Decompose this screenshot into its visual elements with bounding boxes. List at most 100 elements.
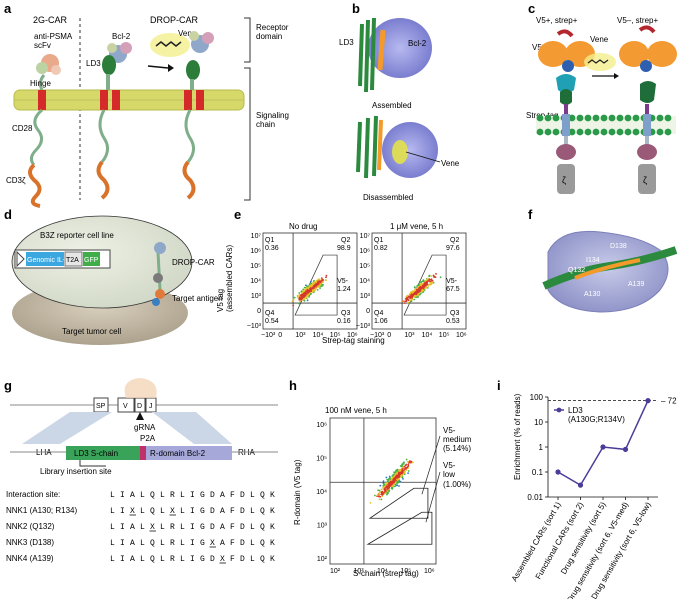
e-xtick: 10³: [295, 332, 306, 339]
h-xtick: 10⁶: [424, 568, 435, 575]
e-xtick: 10⁶: [347, 332, 358, 339]
gfp-label: GFP: [84, 257, 99, 264]
e-q1-name: Q1: [374, 237, 383, 244]
g-residue: D: [210, 491, 215, 500]
g-residue: I: [120, 507, 125, 516]
h-ytick: 10⁴: [316, 489, 327, 496]
e-xtick: 10⁵: [330, 332, 341, 339]
ld3-helices-assembled: [358, 17, 376, 93]
i-data-point: [645, 398, 651, 404]
zeta-left: ζ: [562, 175, 566, 185]
e-q4: 0.54: [265, 318, 279, 325]
g-residue: D: [240, 507, 245, 516]
g-residue: F: [230, 507, 235, 516]
g-residue: L: [160, 507, 165, 516]
e-ytick: 10⁶: [359, 248, 370, 255]
hinge: [38, 74, 46, 91]
g-residue: Q: [260, 539, 265, 548]
panel-letter-g: g: [4, 378, 12, 393]
g-residue: A: [220, 507, 225, 516]
g-residue: L: [250, 507, 255, 516]
g-residue: A: [130, 555, 135, 564]
panel-letter-a: a: [4, 1, 12, 16]
e-ytick: 10³: [251, 293, 262, 300]
seg-j: J: [149, 403, 153, 410]
vene-bound: [392, 140, 408, 164]
e-q1: 0.82: [374, 245, 388, 252]
dropcar-label: DROP-CAR: [172, 258, 215, 267]
e-q2: 98.9: [337, 245, 351, 252]
i-data-point: [577, 482, 584, 488]
drop-car-assembled: Bcl-2 LD3: [86, 32, 132, 200]
p2a-label: P2A: [140, 434, 156, 443]
g-residue: L: [110, 491, 115, 500]
cas9: [124, 378, 157, 398]
e-xtick: 10⁶: [456, 332, 467, 339]
e-xtick: 10⁵: [439, 332, 450, 339]
c-right-title: V5–, strep+: [617, 16, 658, 25]
g-row-name: NNK4 (A139): [6, 554, 54, 563]
e-xtick: −10³: [261, 332, 276, 339]
g-residue: D: [240, 539, 245, 548]
panel-f: D138 I134 Q132 A139 A130: [542, 230, 678, 313]
e-q3: 0.16: [337, 318, 351, 325]
h-xtick: 10⁴: [377, 568, 388, 575]
e-xtick: 10⁴: [313, 332, 324, 339]
e-plot-1: No drugQ10.36Q298.9Q30.16Q40.54V5-1.24−1…: [247, 222, 358, 339]
ld3-domain: [102, 55, 116, 75]
g-residue: Q: [260, 555, 265, 564]
g-row-name: NNK1 (A130; R134): [6, 506, 77, 515]
cd3z-chain: [28, 163, 42, 208]
g-residue: K: [270, 539, 275, 548]
b-ld3-label: LD3: [339, 38, 354, 47]
g-residue: Q: [260, 523, 265, 532]
signaling-bracket: [244, 67, 251, 201]
g-residue: Q: [260, 491, 265, 500]
target-antigen-label: Target antigen: [172, 294, 223, 303]
title-drop-car: DROP-CAR: [150, 15, 199, 25]
e-plot-frame: [262, 232, 358, 330]
i-ylabel: Enrichment (% of reads): [513, 393, 522, 480]
e-flow-plots: No drugQ10.36Q298.9Q30.16Q40.54V5-1.24−1…: [247, 222, 467, 339]
f-label-i134: I134: [586, 257, 600, 264]
g-residue: L: [250, 539, 255, 548]
e-ytick: 10⁵: [250, 263, 261, 270]
c-vene-label: Vene: [590, 35, 609, 44]
e-q2-name: Q2: [450, 237, 459, 244]
g-residue: X: [210, 539, 215, 548]
f-label-d138: D138: [610, 243, 627, 250]
g-residue: L: [180, 539, 185, 548]
g-residue: L: [180, 555, 185, 564]
insertion-label: Library insertion site: [40, 467, 112, 476]
g-residue: X: [150, 523, 155, 532]
bcl2-surface-disassembled: [382, 122, 438, 178]
e-xtick: 0: [278, 332, 282, 339]
f-label-a130: A130: [584, 291, 600, 298]
h-ytick: 10³: [317, 523, 328, 530]
g-residue: I: [190, 555, 195, 564]
e-ytick: 0: [257, 308, 261, 315]
zeta-right: ζ: [643, 175, 647, 185]
e-plot-frame: [371, 232, 467, 330]
e-gate: [403, 254, 447, 316]
e-ytick: 10⁵: [359, 263, 370, 270]
h-xtick: 10⁵: [401, 568, 412, 575]
assembled-label: Assembled: [372, 101, 412, 110]
g-residue: R: [170, 523, 175, 532]
r-domain-label: R-domain Bcl-2: [150, 449, 206, 458]
seg-d: D: [137, 403, 142, 410]
e-gate: [294, 254, 338, 316]
b-bcl2-label: Bcl-2: [408, 39, 427, 48]
e-ytick: 10³: [360, 293, 371, 300]
g-residue: G: [200, 555, 205, 564]
g-residue: D: [210, 507, 215, 516]
h-xtick: 10³: [354, 568, 365, 575]
g-residue: F: [230, 539, 235, 548]
